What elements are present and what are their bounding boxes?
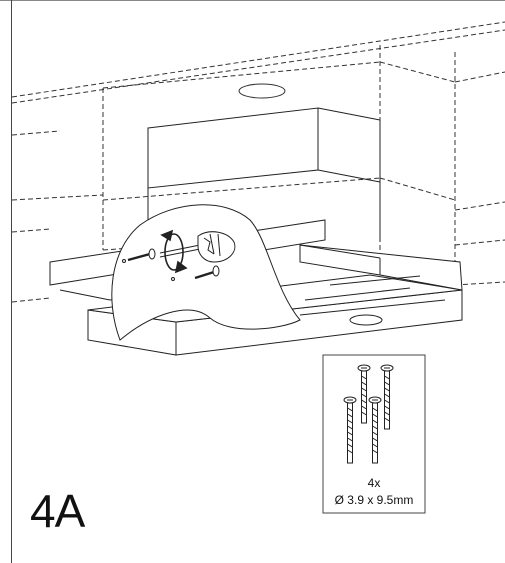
screw-size: Ø 3.9 x 9.5mm [334,493,414,507]
rotation-arrow-icon [160,229,188,274]
detail-screws [122,248,220,281]
step-label: 4A [30,485,85,537]
detail-callout [111,204,301,341]
screw-quantity: 4x [367,476,381,490]
left-border [11,0,12,563]
top-border [0,0,505,1]
screw-icon [343,364,394,464]
vent-cutout [238,83,286,99]
duct-hole [349,314,383,326]
wall-cabinets [11,21,505,303]
screwdriver-icon [159,231,236,263]
duct-cover [147,107,381,245]
